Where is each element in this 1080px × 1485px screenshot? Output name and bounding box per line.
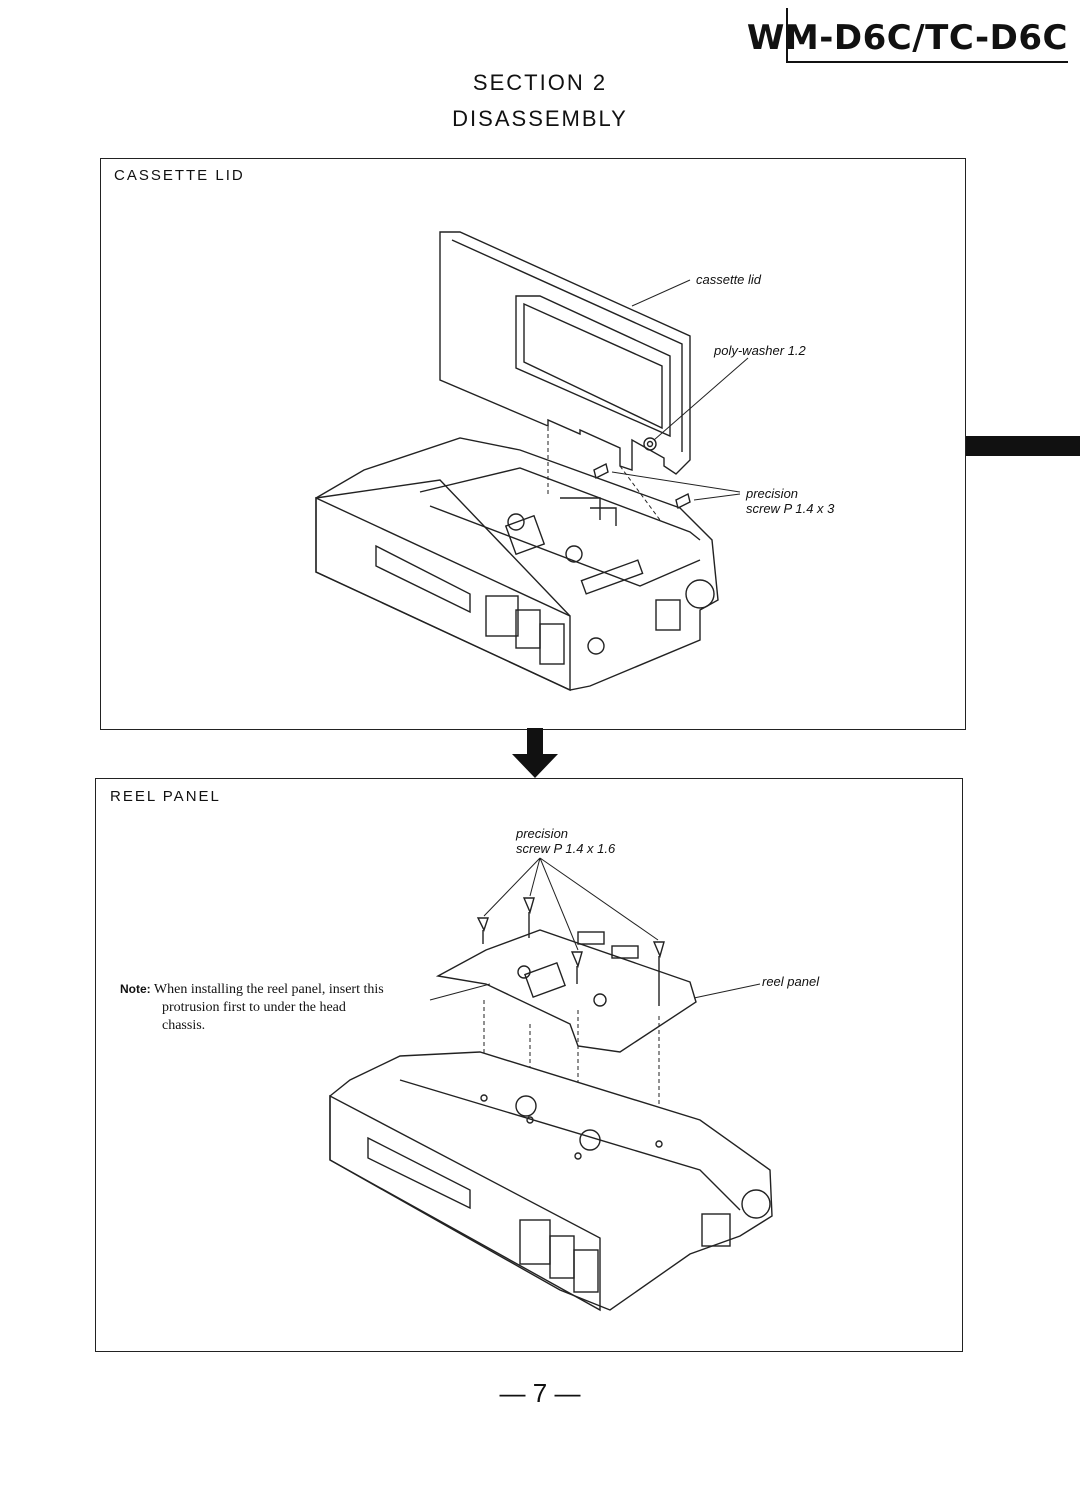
panel-title-cassette-lid: CASSETTE LID <box>114 167 245 184</box>
note-line3: chassis. <box>162 1018 206 1033</box>
cassette-lid-drawing <box>315 231 749 692</box>
callout-reel-panel: reel panel <box>762 974 820 989</box>
page-edge-tab <box>966 436 1080 456</box>
callout-screw-line1: precision <box>516 826 569 841</box>
note-label: Note: <box>120 982 151 996</box>
reel-panel-drawing <box>329 857 773 1312</box>
callout-screw-line2: screw P 1.4 x 1.6 <box>516 841 616 856</box>
panel-title-reel-panel: REEL PANEL <box>110 788 221 805</box>
callout-cassette-lid: cassette lid <box>696 272 762 287</box>
header-rule-vertical <box>786 8 788 62</box>
note-line2: protrusion first to under the head <box>162 1000 346 1015</box>
callout-poly-washer: poly-washer 1.2 <box>714 343 806 358</box>
header-rule-horizontal <box>786 61 1068 63</box>
callout-screw-line1: precision <box>746 486 799 501</box>
note-line1: When installing the reel panel, insert t… <box>153 982 384 997</box>
section-title: DISASSEMBLY <box>452 106 628 131</box>
callout-screw-line2: screw P 1.4 x 3 <box>746 501 835 516</box>
page-number: — 7 — <box>499 1378 581 1408</box>
panel-reel-panel <box>95 778 963 1352</box>
down-arrow-icon <box>512 728 558 778</box>
section-number: SECTION 2 <box>472 70 608 95</box>
model-number: WM-D6C/TC-D6C <box>746 18 1068 58</box>
installation-note: Note: When installing the reel panel, in… <box>120 980 428 1035</box>
